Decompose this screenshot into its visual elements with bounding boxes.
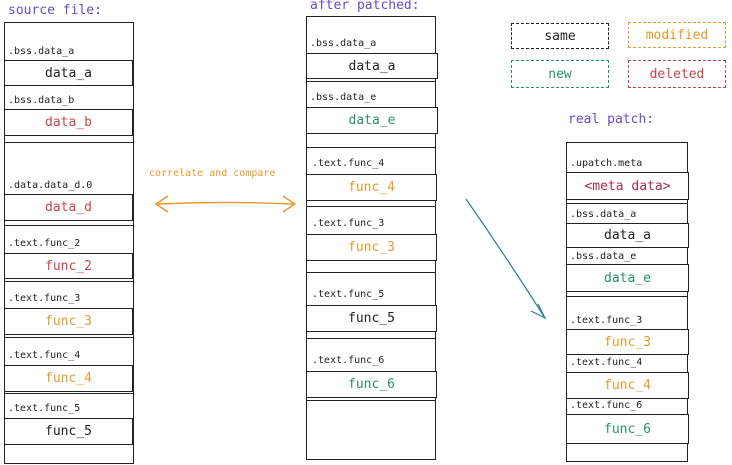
section-label: .bss.data_e [570, 251, 637, 262]
section-label: .text.func_5 [8, 403, 81, 414]
patched-separator [306, 81, 436, 82]
patched-separator [306, 147, 436, 148]
patched-func-6: func_6 [306, 371, 437, 398]
real-data-a: data_a [566, 223, 689, 248]
real-patch-column [566, 142, 688, 462]
section-label: .bss.data_b [8, 95, 75, 106]
patched-data-a: data_a [306, 53, 438, 79]
section-label: .bss.data_a [310, 38, 377, 49]
patched-func-4: func_4 [306, 174, 437, 201]
correlate-label: correlate and compare [149, 168, 276, 179]
real-separator [566, 296, 688, 297]
patched-separator [306, 206, 436, 207]
real-meta-data: <meta data> [566, 172, 689, 200]
source-func-3: func_3 [4, 308, 133, 335]
source-func-2: func_2 [4, 253, 133, 279]
section-label: .text.func_6 [312, 355, 385, 366]
patched-separator [306, 400, 436, 401]
real-func-3: func_3 [566, 329, 689, 355]
section-label: .text.func_3 [8, 293, 81, 304]
section-label: .text.func_4 [8, 350, 81, 361]
section-label: .bss.data_a [8, 46, 75, 57]
legend-deleted: deleted [628, 60, 726, 88]
section-label: .text.func_5 [312, 289, 385, 300]
section-label: .bss.data_e [310, 92, 377, 103]
source-file-title: source file: [8, 3, 102, 18]
source-func-4: func_4 [4, 365, 133, 392]
legend-new: new [511, 60, 609, 88]
real-separator [566, 203, 688, 204]
after-patched-title: after patched: [310, 0, 420, 13]
section-label: .text.func_4 [312, 158, 385, 169]
source-separator [4, 225, 134, 226]
section-label: .text.func_2 [8, 238, 81, 249]
section-label: .text.func_4 [570, 357, 643, 368]
section-label: .data.data_d.0 [8, 180, 93, 191]
section-label: .bss.data_a [570, 209, 637, 220]
section-label: .upatch.meta [570, 158, 643, 169]
real-func-4: func_4 [566, 372, 689, 399]
source-func-5: func_5 [4, 418, 133, 445]
source-separator [4, 393, 134, 394]
source-separator [4, 281, 134, 282]
real-func-6: func_6 [566, 414, 689, 444]
patched-separator [306, 338, 436, 339]
real-data-e: data_e [566, 264, 689, 292]
patched-data-e: data_e [306, 107, 438, 134]
patched-separator [306, 272, 436, 273]
legend-same: same [511, 23, 609, 49]
source-separator [4, 337, 134, 338]
source-column [4, 22, 134, 464]
section-label: .text.func_6 [570, 400, 643, 411]
section-label: .text.func_3 [570, 315, 643, 326]
patched-func-3: func_3 [306, 234, 437, 261]
real-patch-title: real patch: [568, 112, 655, 127]
source-separator [4, 142, 134, 143]
source-data-d: data_d [4, 194, 133, 221]
source-data-b: data_b [4, 109, 133, 136]
patched-func-5: func_5 [306, 305, 437, 332]
source-data-a: data_a [4, 60, 133, 86]
section-label: .text.func_3 [312, 218, 385, 229]
legend-modified: modified [628, 22, 726, 48]
